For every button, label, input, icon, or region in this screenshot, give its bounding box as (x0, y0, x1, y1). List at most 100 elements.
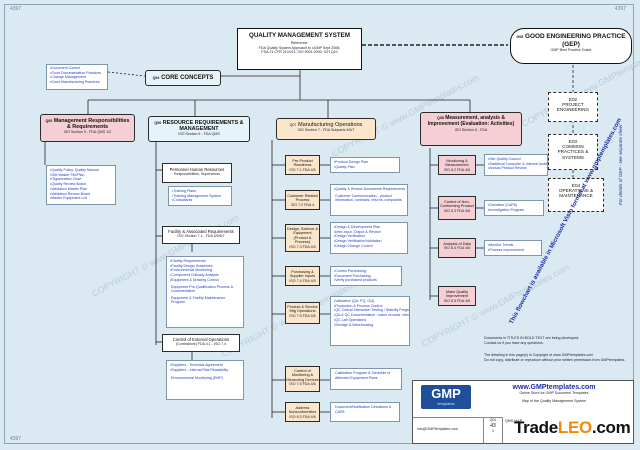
gep-side-note: For details of GEP - see separate sheet (618, 124, 623, 205)
mfg-step-ref: ISO 7.2 FDA 4 (290, 202, 315, 207)
mgmt-ref: ISO Section 5 - FDA QMS 1/2 (63, 130, 112, 134)
list-item: Annual Product Review (488, 166, 544, 171)
resource-ref: ISO Section 6 - FDA QMS (178, 132, 220, 136)
mfg-step-title: Address Nonconformities (288, 406, 317, 415)
resource-external-items: Suppliers - Technical Agreement Supplier… (166, 360, 244, 400)
list-item: Component Critically Analysis (170, 273, 240, 278)
tradeleo-part: LEO (557, 418, 592, 437)
list-item: Facility Design Guidelines (170, 264, 240, 269)
mfg-step-title: Customer Related Process (287, 194, 318, 203)
mfg-step-extra: Customer Communication - product informa… (335, 193, 402, 203)
meas-step-items: Deviation (CAPA) Investigation Program (484, 200, 544, 216)
qms-box: QUALITY MANAGEMENT SYSTEM Reference: FDA… (237, 28, 362, 70)
corner-tr: 4397 (614, 6, 626, 12)
gep-item-e02: E02 PROJECT ENGINEERING (548, 92, 598, 122)
mfg-step: Address Nonconformities ISO 8.3 FDA 4/6 (285, 402, 320, 422)
mfg-step-items: Product Design Plan Quality Plan (330, 157, 400, 173)
mfg-step-items: Calibration Program & Schedule of Attend… (330, 368, 402, 390)
mfg-step-ref: ISO 7.5 FDA 4/6 (289, 313, 316, 318)
mfg-step: Pre-Product Readiness ISO 7.1 FDA 4/5 (285, 155, 320, 175)
mfg-step-ref: ISO 7.1 FDA 4/5 (289, 167, 316, 172)
list-item: Product Design Plan (334, 160, 396, 165)
meas-step-title: Control of Non-Conforming Product (440, 200, 474, 209)
list-item: Training Management System (172, 194, 228, 199)
mfg-step: Control of Monitoring & Measuring Device… (285, 366, 320, 392)
list-item: Environmental Monitoring (170, 268, 240, 273)
core-concepts-box: Q04 CORE CONCEPTS (145, 70, 221, 86)
list-item: QA & QC Documentation - batch records, r… (334, 313, 409, 318)
list-item: Master Equipment List (50, 196, 112, 201)
resource-personnel-box: Personnel Human Resources Responsibiliti… (162, 163, 232, 183)
qms-ref-line: FDA Quality System Approach to cGMP Sept… (258, 45, 341, 50)
list-item: Storage & Warehousing (334, 323, 406, 328)
footer-email-cell: info@GMPtemplates.com (413, 417, 483, 443)
mgmt-title: Management Responsibilities & Requiremen… (53, 118, 130, 130)
mfg-code: Q07 (289, 123, 297, 127)
gmp-logo: GMP templates (421, 385, 471, 409)
list-item: Good Manufacturing Practices (50, 80, 104, 85)
mfg-ref: ISO Section 7 - FDA Subparts 4/6/7 (297, 128, 355, 132)
mfg-step-items: Design & Development Plan Inter-Input, O… (330, 222, 408, 254)
mfg-title: Manufacturing Operations (297, 122, 363, 128)
list-item: Suppliers - Technical Agreement (170, 363, 240, 368)
mfg-box: Q07 Manufacturing Operations ISO Section… (276, 118, 376, 140)
footer-email[interactable]: info@GMPtemplates.com (417, 427, 458, 431)
list-item: Investigation Program (488, 208, 540, 213)
footer-tagline: Online Store for GMP Document Templates (519, 391, 589, 395)
meas-box: Q08 Measurement, analysis & Improvement … (420, 112, 522, 146)
footer-block: GMP templates www.GMPtemplates.com Onlin… (412, 380, 634, 444)
gmp-logo-main: GMP (431, 386, 461, 401)
tradeleo-part: .com (591, 418, 631, 437)
mfg-step-title: Pre-Product Readiness (292, 159, 313, 168)
meas-step-title: Analysis of Data (443, 242, 471, 246)
meas-step-ref: ISO 8.4 FDA 4/6 (443, 246, 471, 251)
list-item: Design Verification (334, 234, 404, 239)
list-item: Design & Development Plan (334, 225, 404, 230)
list-item: Deviation (CAPA) (488, 203, 540, 208)
mfg-step-ref: ISO 7.4 FDA 4/5 (289, 278, 316, 283)
note-line: Do not copy, distribute or reproduce wit… (484, 357, 626, 362)
resource-sub-ref: (Contractors) FDA 4.1 - ISO 7.4 (175, 342, 227, 346)
list-item: Training Plans (172, 189, 228, 194)
mfg-step-title: Product & Service Mfg Operations (287, 305, 318, 314)
resource-sub-title: Personnel Human Resources (169, 167, 225, 172)
footer-site[interactable]: www.GMPtemplates.com (512, 384, 596, 391)
mfg-step: Product & Service Mfg Operations ISO 7.5… (285, 302, 320, 324)
mfg-step: Purchasing & Supplier Inputs ISO 7.4 FDA… (285, 266, 320, 286)
footer-doc-code: Q01 (489, 418, 497, 422)
gep-code: G08 (516, 35, 524, 39)
resource-external-extra: Environmental Monitoring (EMP) (171, 376, 223, 381)
mfg-step-ref: ISO 7.6 FDA 4/6 (289, 382, 316, 387)
list-item: Production & Process Control (334, 304, 406, 309)
qms-title: QUALITY MANAGEMENT SYSTEM (249, 32, 350, 39)
list-item: Design Change Control (334, 244, 404, 249)
mfg-step-ref: ISO 8.3 FDA 4/6 (289, 414, 316, 419)
list-item: Document Control (50, 66, 104, 71)
list-item: Validation Review Board (50, 192, 112, 197)
resource-sub-title: Control of External Operations (172, 337, 230, 342)
gep-item-e03: E03 COMMON PRACTICES & SYSTEMS (548, 134, 598, 170)
meas-step: Make Quality Improvement ISO 8.5 FDA 4/6 (438, 286, 476, 306)
meas-step-title: Make Quality Improvement (445, 290, 469, 299)
mgmt-items-box: Quality Policy, Quality Manual Site Mast… (46, 165, 116, 205)
list-item: Quality & Review Documents Requirements (334, 187, 405, 192)
page-frame (4, 4, 634, 444)
list-item: Suppliers - Internal Risk Readability (170, 368, 240, 373)
mfg-step-title: Design, Science & Equipment (Product & P… (286, 227, 319, 245)
notes-block: Documents in TITLES IN BOLD TEXT are bei… (484, 336, 632, 362)
resource-sub-ref: Responsibilities, Supervisors (174, 172, 220, 176)
mfg-step-ref: ISO 7.3 FDA 4/5 (289, 244, 316, 249)
resource-facility-extra: Equipment Pre-Qualification Process & Do… (171, 284, 234, 294)
mgmt-code: Q05 (45, 119, 53, 123)
resource-code: Q06 (154, 121, 162, 125)
meas-step-items: Site Quality Council Statistical Compute… (484, 154, 548, 176)
resource-title: RESOURCE REQUIREMENTS & MANAGEMENT (162, 120, 244, 132)
gep-sub: GMP Best Practice Guide (550, 48, 592, 53)
list-item: Quality Plan (334, 165, 396, 170)
corner-bl: 4397 (10, 436, 22, 442)
meas-step-ref: ISO 8.2 FDA 4/6 (443, 167, 471, 172)
gep-item-e04: E04 OPERATIONS & MAINTENANCE (548, 178, 604, 212)
mfg-step-items: Quality & Review Documents Requirements … (330, 184, 408, 216)
meas-step-ref: ISO 8.3 FDA 4/6 (443, 208, 471, 213)
